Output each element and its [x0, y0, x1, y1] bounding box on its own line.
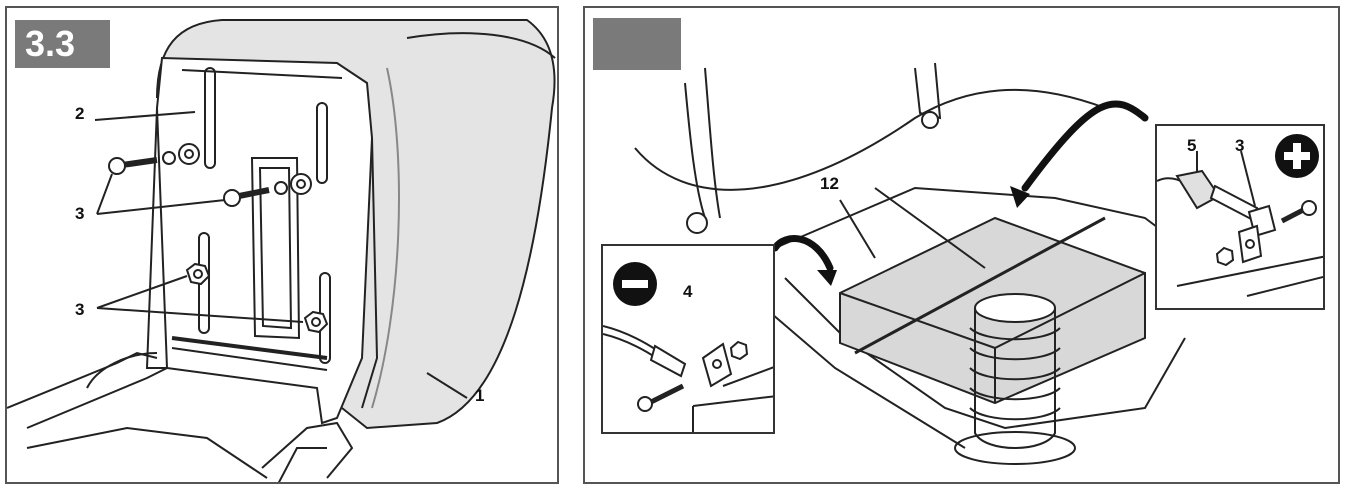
right-illustration-panel: 12 4	[583, 6, 1340, 484]
step-badge-empty	[593, 18, 681, 70]
plus-icon	[1275, 134, 1319, 178]
positive-terminal-inset: 5 3	[1155, 124, 1325, 310]
battery-compartment-drawing	[634, 62, 1186, 465]
callout-positive-bolt: 3	[1235, 136, 1245, 155]
bellows	[954, 293, 1076, 465]
negative-terminal-drawing	[603, 325, 773, 432]
left-illustration-panel: 3.3 2 3 3 1	[5, 6, 559, 484]
callout-battery: 12	[820, 174, 839, 193]
minus-icon	[613, 262, 657, 306]
positive-terminal-drawing	[1157, 150, 1323, 297]
negative-terminal-inset: 4	[601, 244, 775, 434]
callout-bracket: 2	[75, 104, 85, 123]
callout-bolts-lower: 3	[75, 300, 85, 319]
seat-bracket-drawing	[7, 19, 556, 482]
step-badge: 3.3	[15, 20, 110, 68]
callout-bolts-upper: 3	[75, 204, 85, 223]
callout-seat: 1	[475, 386, 485, 405]
callout-positive-cable: 5	[1187, 136, 1197, 155]
callout-negative-terminal: 4	[683, 282, 693, 301]
